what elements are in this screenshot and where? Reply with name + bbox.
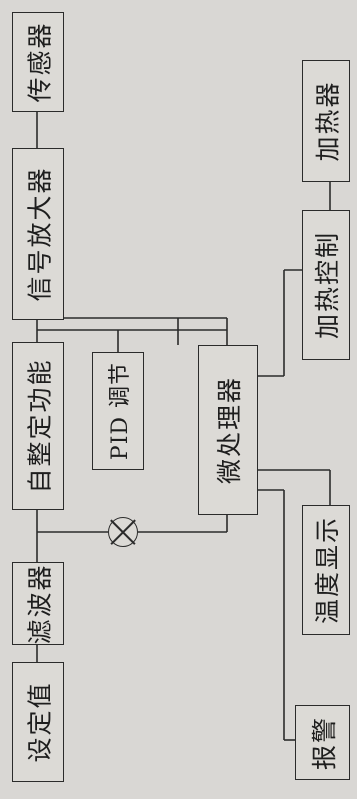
pid-label: PID 调节 (108, 361, 134, 461)
alarm-label: 报警 (309, 715, 339, 770)
setpoint-label: 设定值 (25, 681, 55, 763)
temperature-display-label: 温度显示 (313, 515, 343, 625)
heater-label: 加热器 (313, 80, 343, 162)
filter-block: 滤波器 (12, 562, 64, 645)
heating-control-label: 加热控制 (313, 230, 343, 340)
self-tuning-label: 自整定功能 (25, 358, 55, 494)
amplifier-block: 信号放大器 (12, 148, 64, 320)
self-tuning-block: 自整定功能 (12, 342, 64, 510)
heater-block: 加热器 (302, 60, 350, 182)
temperature-display-block: 温度显示 (302, 505, 350, 635)
heating-control-block: 加热控制 (302, 210, 350, 360)
summing-junction-icon (108, 517, 138, 547)
sensor-block: 传感器 (12, 12, 64, 112)
filter-label: 滤波器 (25, 562, 55, 645)
microprocessor-label: 微处理器 (215, 375, 245, 485)
pid-block: PID 调节 (92, 352, 144, 470)
setpoint-block: 设定值 (12, 662, 64, 782)
alarm-block: 报警 (295, 705, 350, 780)
amplifier-label: 信号放大器 (25, 166, 55, 302)
microprocessor-block: 微处理器 (198, 345, 258, 515)
sensor-label: 传感器 (25, 21, 55, 103)
